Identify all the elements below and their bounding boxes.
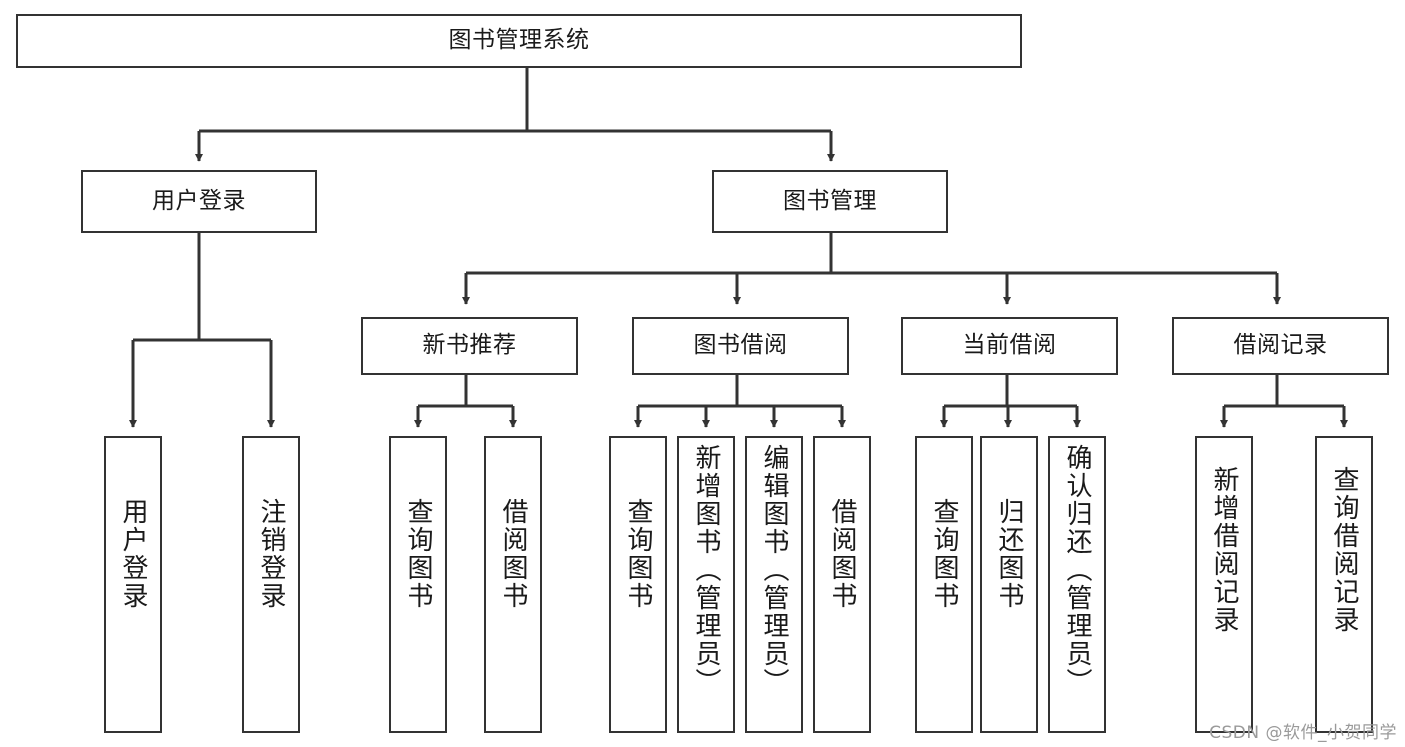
node-leaf-confirm-return[interactable]: 确认归还（管理员） bbox=[1048, 436, 1106, 733]
node-leaf-logout-login[interactable]: 注销登录 bbox=[242, 436, 300, 733]
node-label: 查询图书 bbox=[623, 498, 653, 610]
node-label: 编辑图书（管理员） bbox=[759, 444, 789, 696]
node-label: 图书管理 bbox=[783, 187, 877, 214]
node-label: 归还图书 bbox=[994, 498, 1024, 610]
node-user-login[interactable]: 用户登录 bbox=[81, 170, 317, 233]
node-label: 借阅图书 bbox=[498, 498, 528, 610]
node-label: 查询借阅记录 bbox=[1329, 466, 1359, 634]
node-label: 查询图书 bbox=[403, 498, 433, 610]
node-leaf-borrow-book-recommend[interactable]: 借阅图书 bbox=[484, 436, 542, 733]
node-leaf-edit-book[interactable]: 编辑图书（管理员） bbox=[745, 436, 803, 733]
node-leaf-return-book[interactable]: 归还图书 bbox=[980, 436, 1038, 733]
node-leaf-add-borrow-record[interactable]: 新增借阅记录 bbox=[1195, 436, 1253, 733]
node-book-borrow[interactable]: 图书借阅 bbox=[632, 317, 849, 375]
node-leaf-query-book-recommend[interactable]: 查询图书 bbox=[389, 436, 447, 733]
node-label: 查询图书 bbox=[929, 498, 959, 610]
node-leaf-borrow-book-borrow[interactable]: 借阅图书 bbox=[813, 436, 871, 733]
node-label: 用户登录 bbox=[118, 498, 148, 610]
node-borrow-record[interactable]: 借阅记录 bbox=[1172, 317, 1389, 375]
node-label: 新增图书（管理员） bbox=[691, 444, 721, 696]
node-leaf-add-book[interactable]: 新增图书（管理员） bbox=[677, 436, 735, 733]
node-label: 借阅记录 bbox=[1233, 332, 1328, 359]
node-label: 借阅图书 bbox=[827, 498, 857, 610]
node-new-book-recommend[interactable]: 新书推荐 bbox=[361, 317, 578, 375]
node-label: 确认归还（管理员） bbox=[1062, 444, 1092, 696]
node-label: 图书管理系统 bbox=[448, 27, 590, 54]
node-leaf-query-borrow-record[interactable]: 查询借阅记录 bbox=[1315, 436, 1373, 733]
node-book-management[interactable]: 图书管理 bbox=[712, 170, 948, 233]
node-label: 注销登录 bbox=[256, 498, 286, 610]
node-current-borrow[interactable]: 当前借阅 bbox=[901, 317, 1118, 375]
node-label: 新增借阅记录 bbox=[1209, 466, 1239, 634]
node-label: 图书借阅 bbox=[693, 332, 788, 359]
node-label: 用户登录 bbox=[152, 187, 246, 214]
node-leaf-query-book-current[interactable]: 查询图书 bbox=[915, 436, 973, 733]
node-label: 当前借阅 bbox=[962, 332, 1057, 359]
csdn-watermark: CSDN @软件_小贺同学 bbox=[1209, 723, 1397, 743]
node-label: 新书推荐 bbox=[422, 332, 517, 359]
node-leaf-query-book-borrow[interactable]: 查询图书 bbox=[609, 436, 667, 733]
node-root-book-management-system[interactable]: 图书管理系统 bbox=[16, 14, 1022, 68]
node-leaf-user-login[interactable]: 用户登录 bbox=[104, 436, 162, 733]
